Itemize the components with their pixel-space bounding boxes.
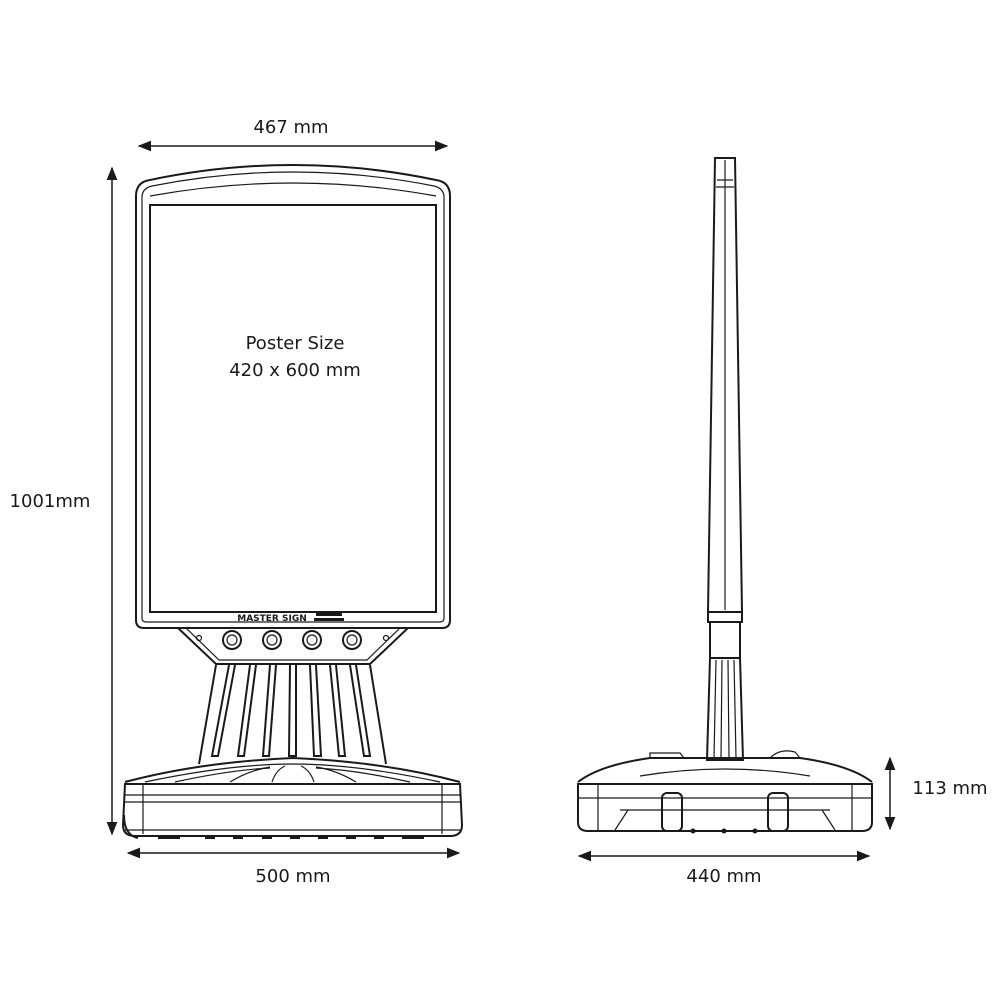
poster-size-value: 420 x 600 mm [229, 360, 361, 381]
poster-size-title: Poster Size [246, 333, 345, 354]
dimension-top-width: 467 mm [137, 117, 449, 152]
knob-bracket [177, 627, 409, 665]
dimension-label-top-width: 467 mm [253, 117, 328, 138]
front-view: Poster Size 420 x 600 mm MASTER SIGN [121, 164, 464, 839]
dimension-label-side-width: 440 mm [686, 866, 761, 887]
dimension-label-base-width: 500 mm [255, 866, 330, 887]
adjustment-knobs [222, 630, 362, 650]
poster-area [149, 204, 437, 613]
sign-frame [135, 164, 451, 629]
master-sign-logo: MASTER SIGN [237, 614, 307, 624]
dimension-height: 1001mm [10, 166, 118, 836]
side-view [577, 157, 873, 834]
dimension-base-height: 113 mm [884, 756, 988, 831]
spring-legs [198, 664, 387, 765]
dimension-base-width: 500 mm [126, 847, 461, 887]
front-base [121, 756, 464, 839]
dimension-side-width: 440 mm [577, 850, 871, 887]
side-base [577, 750, 873, 834]
dimension-label-height: 1001mm [10, 491, 91, 512]
side-spring [705, 657, 745, 761]
dimension-label-base-height: 113 mm [912, 778, 987, 799]
